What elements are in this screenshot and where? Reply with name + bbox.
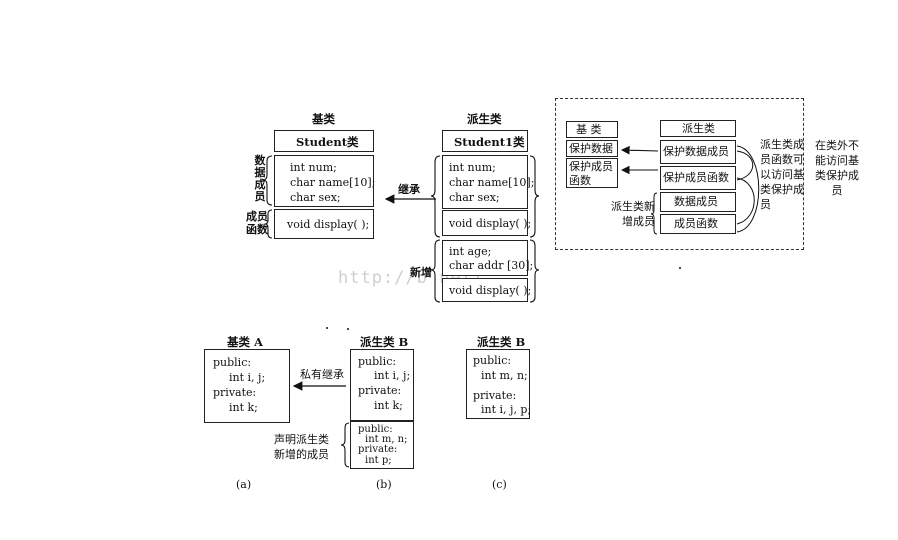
- b-b-title: 派生类 B: [360, 335, 409, 349]
- class-a-line-4: int k;: [229, 401, 258, 414]
- stray-dot-3: [679, 267, 681, 269]
- rt-access-curve-1: [736, 150, 754, 181]
- caption-a: (a): [236, 478, 252, 491]
- rt-new-members-label: 派生类新增成员: [611, 200, 655, 228]
- new-func-line: void display( );: [449, 284, 532, 297]
- base-class-title: 基类: [312, 112, 335, 126]
- class-b-new-line-2: int m, n;: [365, 434, 408, 445]
- rt-derived-data-members: 数据成员: [660, 192, 736, 212]
- rt-derived-protected-data-label: 保护数据成员: [663, 145, 729, 158]
- derived-data-line-3: char sex;: [449, 191, 500, 204]
- rt-outside-note: 在类外不能访问基类保护成员: [815, 139, 859, 197]
- base-data-line-2: char name[10];: [290, 176, 376, 189]
- brace-derived-new: [430, 239, 441, 303]
- inherit-label: 继承: [398, 183, 420, 196]
- class-a-line-2: int i, j;: [229, 371, 266, 384]
- rt-derived-title: 派生类: [682, 122, 715, 135]
- base-func-members: void display( );: [274, 209, 374, 239]
- caption-c: (c): [492, 478, 507, 491]
- stray-dot-2: [347, 328, 349, 330]
- derived-class-name: Student1类: [454, 135, 525, 149]
- class-c-line-3: private:: [473, 389, 517, 402]
- base-data-line-3: char sex;: [290, 191, 341, 204]
- base-data-members: int num; char name[10]; char sex;: [274, 155, 376, 207]
- rt-derived-data-members-label: 数据成员: [674, 195, 718, 208]
- brace-derived-top: [430, 155, 441, 238]
- new-data-line-1: int age;: [449, 245, 492, 258]
- class-b-new-box: public: int m, n; private: int p;: [350, 421, 414, 469]
- rt-derived-title-cell: 派生类: [660, 120, 736, 137]
- brace-derived-right-new: [529, 239, 540, 303]
- rt-base-protected-func: 保护成员函数: [566, 158, 618, 188]
- class-b-line-1: public:: [358, 355, 397, 368]
- brace-func-members: [264, 209, 273, 239]
- class-b-line-3: private:: [358, 384, 402, 397]
- protected-diagram-frame: [555, 98, 804, 250]
- rt-derived-protected-func: 保护成员函数: [660, 166, 736, 190]
- stray-dot-1: [326, 327, 328, 329]
- rt-access-curve-3: [736, 145, 760, 233]
- derived-class-header: Student1类: [442, 130, 528, 152]
- rt-derived-protected-data: 保护数据成员: [660, 140, 736, 164]
- rt-base-title: 基 类: [576, 123, 602, 136]
- derived-data-line-1: int num;: [449, 161, 496, 174]
- rt-derived-protected-func-label: 保护成员函数: [663, 171, 729, 184]
- base-class-header: Student类: [274, 130, 374, 152]
- class-c-line-4: int i, j, p;: [481, 403, 532, 416]
- class-a-line-3: private:: [213, 386, 257, 399]
- new-members-note: 声明派生类新增的成员: [274, 433, 329, 461]
- derived-func-line: void display( );: [449, 217, 532, 230]
- new-data-line-2: char addr [30];: [449, 259, 534, 272]
- label-func-members: 成员函数: [246, 210, 268, 236]
- derived-data-members: int num; char name[10]; char sex;: [442, 155, 534, 209]
- rt-derived-func-members-label: 成员函数: [674, 217, 718, 230]
- class-b-line-2: int i, j;: [374, 369, 411, 382]
- base-func-line: void display( );: [287, 218, 370, 231]
- label-data-members: 数据成员: [254, 154, 266, 203]
- base-class-name: Student类: [296, 135, 359, 149]
- rt-arrow-upper: [620, 145, 659, 155]
- private-inherit-label: 私有继承: [300, 368, 344, 381]
- rt-base-protected-data-label: 保护数据: [569, 142, 613, 155]
- derived-func-members: void display( );: [442, 210, 532, 236]
- brace-derived-right-top: [529, 155, 540, 238]
- caption-b: (b): [376, 478, 392, 491]
- new-label: 新增: [410, 266, 432, 279]
- class-b-new-line-1: public:: [358, 424, 393, 435]
- class-c-line-1: public:: [473, 354, 512, 367]
- class-c-line-2: int m, n;: [481, 369, 528, 382]
- b-a-title: 基类 A: [227, 335, 263, 349]
- class-c-box: public: int m, n; private: int i, j, p;: [466, 349, 532, 419]
- derived-data-line-2: char name[10];: [449, 176, 535, 189]
- class-a-line-1: public:: [213, 356, 252, 369]
- new-data-members: int age; char addr [30];: [442, 240, 533, 276]
- class-b-inherited-box: public: int i, j; private: int k;: [350, 349, 414, 421]
- rt-base-protected-data: 保护数据: [566, 140, 618, 157]
- brace-b-new: [340, 422, 350, 468]
- rt-access-curve-2: [736, 177, 755, 225]
- class-a-box: public: int i, j; private: int k;: [204, 349, 290, 423]
- rt-base-title-cell: 基 类: [566, 121, 618, 138]
- new-func-members: void display( );: [442, 278, 532, 302]
- class-b-new-line-4: int p;: [365, 455, 392, 466]
- b-c-title: 派生类 B: [477, 335, 526, 349]
- rt-brace-new: [650, 192, 658, 235]
- rt-access-note: 派生类成员函数可以访问基类保护成员: [760, 138, 804, 211]
- rt-derived-func-members: 成员函数: [660, 214, 736, 234]
- rt-base-protected-func-label: 保护成员函数: [569, 160, 613, 187]
- class-b-new-line-3: private:: [358, 444, 398, 455]
- class-b-line-4: int k;: [374, 399, 403, 412]
- base-data-line-1: int num;: [290, 161, 337, 174]
- derived-class-title: 派生类: [467, 112, 502, 126]
- brace-data-members: [262, 155, 273, 206]
